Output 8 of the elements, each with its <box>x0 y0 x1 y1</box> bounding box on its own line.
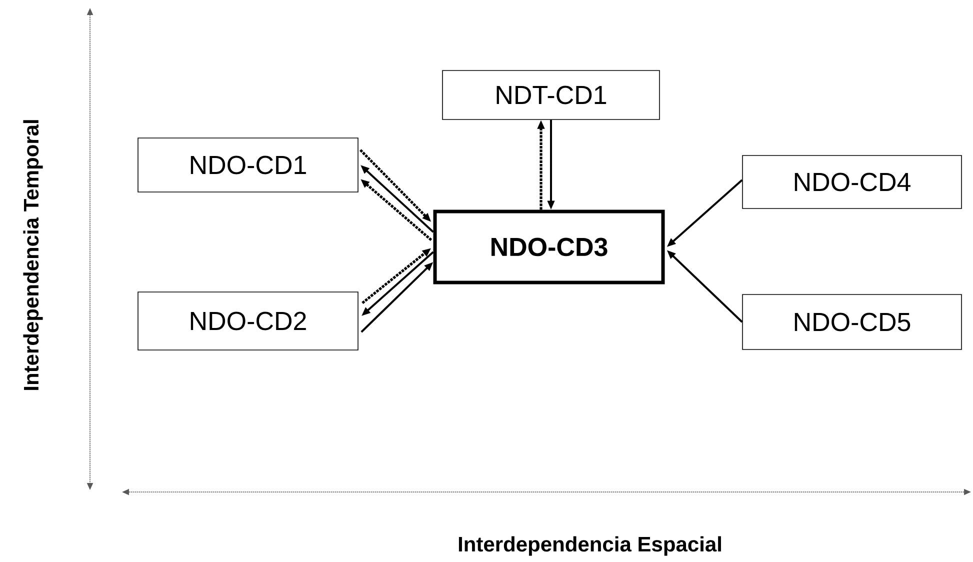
process-box: NDO-CD2 <box>138 292 358 350</box>
process-box: NDO-CD5 <box>742 294 962 350</box>
process-box: NDT-CD1 <box>442 70 660 120</box>
process-box: NDO-CD4 <box>742 155 962 209</box>
axis-label: Interdependencia Espacial <box>458 536 721 556</box>
process-box: NDO-CD1 <box>138 138 358 192</box>
process-box: NDO-CD3 <box>433 210 665 284</box>
axis-label: Interdependencia Temporal <box>23 120 43 390</box>
